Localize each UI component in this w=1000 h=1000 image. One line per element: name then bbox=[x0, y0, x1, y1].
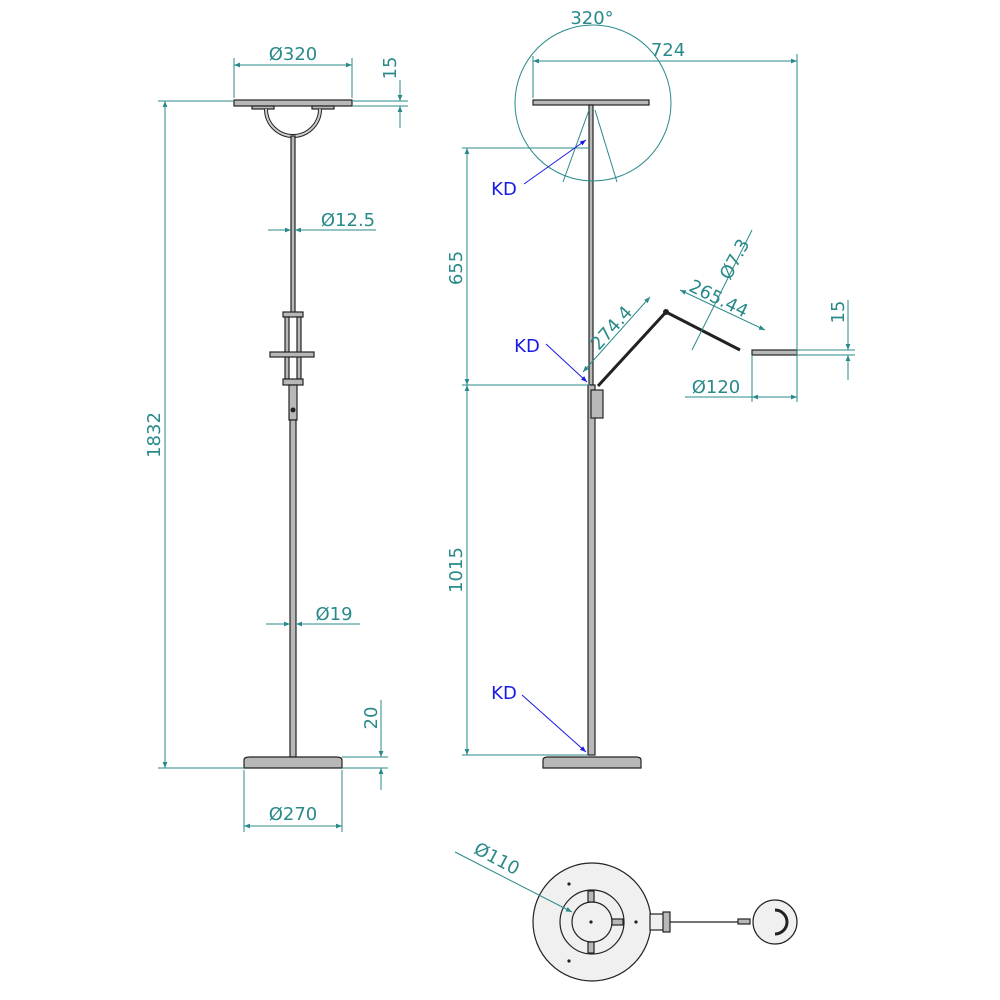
dim-reach: 724 bbox=[651, 40, 685, 61]
dim-arm-lower: 274.4 bbox=[587, 302, 637, 354]
clamp-rod bbox=[284, 316, 290, 380]
dim-arm-upper: 265.44 bbox=[686, 276, 752, 322]
clamp-top bbox=[282, 311, 304, 318]
kd-label-arm: KD bbox=[514, 336, 540, 357]
dim-upper-pole-diameter: Ø12.5 bbox=[321, 210, 375, 231]
dim-head-thickness: 15 bbox=[380, 57, 401, 80]
top-view: Ø110 bbox=[454, 838, 798, 982]
reading-arm-upper bbox=[665, 310, 741, 352]
dim-upper-height: 655 bbox=[446, 251, 467, 285]
dim-head-diameter: Ø320 bbox=[269, 44, 318, 65]
dim-base-thickness: 20 bbox=[361, 707, 382, 730]
head-bracket bbox=[311, 105, 335, 110]
lamp-head-front bbox=[233, 99, 353, 107]
clamp-rod bbox=[296, 316, 302, 380]
clamp-bottom bbox=[282, 378, 304, 386]
base-front bbox=[243, 756, 343, 769]
side-view: 320° 724 655 1015 274.4 265.44 Ø7.3 15 Ø… bbox=[446, 8, 855, 769]
dim-reading-head-thickness: 15 bbox=[828, 301, 849, 324]
head-bracket bbox=[251, 105, 275, 110]
upper-pole bbox=[290, 135, 296, 317]
kd-label-base: KD bbox=[491, 683, 517, 704]
reading-head-top bbox=[752, 899, 798, 945]
lamp-head-side bbox=[532, 99, 650, 106]
dim-base-diameter: Ø270 bbox=[269, 804, 318, 825]
dim-lower-pole-diameter: Ø19 bbox=[315, 604, 352, 625]
arm-mount-plate bbox=[269, 351, 315, 358]
kd-label-head: KD bbox=[491, 179, 517, 200]
front-view: Ø320 15 1832 Ø12.5 Ø19 20 Ø270 bbox=[144, 44, 408, 832]
base-side bbox=[542, 756, 642, 769]
lower-pole bbox=[289, 419, 297, 758]
dim-reading-head-diameter: Ø120 bbox=[692, 377, 741, 398]
dim-rotation-angle: 320° bbox=[570, 8, 613, 29]
head-yoke bbox=[264, 108, 322, 138]
lower-pole-side bbox=[587, 384, 596, 756]
reading-head-side bbox=[751, 349, 798, 356]
dim-lower-height: 1015 bbox=[446, 547, 467, 593]
dim-arm-diameter: Ø7.3 bbox=[716, 236, 755, 284]
dimmer-switch bbox=[288, 384, 298, 421]
arm-joint bbox=[590, 389, 604, 419]
dim-total-height: 1832 bbox=[144, 412, 165, 458]
